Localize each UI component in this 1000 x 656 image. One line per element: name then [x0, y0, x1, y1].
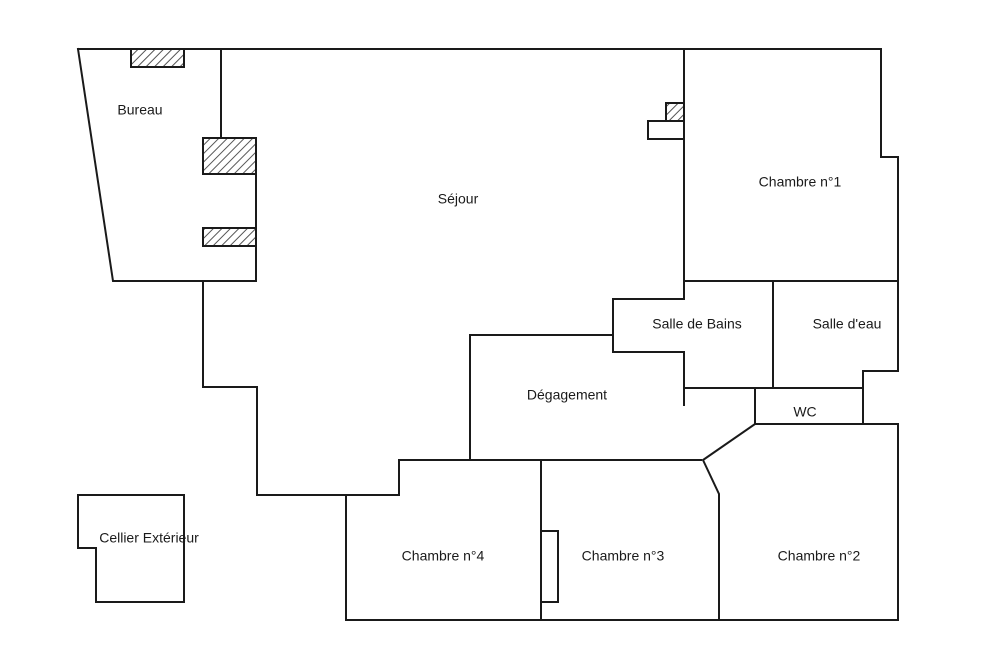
wall-degagement-diag: [701, 422, 757, 621]
wall-salle-de-bains: [612, 280, 685, 406]
walls: [76, 47, 899, 621]
label-salle-de-bains: Salle de Bains: [652, 316, 742, 332]
wall-cellier: [77, 494, 185, 603]
label-chambre1: Chambre n°1: [759, 174, 842, 190]
wall-top: [77, 48, 685, 282]
wall-salle-deau: [862, 280, 899, 621]
label-chambre4: Chambre n°4: [402, 548, 485, 564]
label-chambre2: Chambre n°2: [778, 548, 861, 564]
room-labels: Bureau Séjour Chambre n°1 Salle de Bains…: [99, 102, 881, 564]
closet-chambre3: [540, 530, 559, 603]
wall-chambre4: [345, 494, 899, 621]
label-chambre3: Chambre n°3: [582, 548, 665, 564]
wall-sejour-left: [202, 280, 702, 496]
wall-sejour-notch: [647, 120, 685, 140]
hatch-bureau-top: [130, 48, 185, 68]
label-degagement: Dégagement: [527, 387, 607, 403]
hatch-bureau-lower: [202, 227, 257, 247]
wall-degagement: [469, 334, 614, 461]
label-cellier: Cellier Extérieur: [99, 530, 199, 546]
label-salle-deau: Salle d'eau: [813, 316, 882, 332]
hatch-bureau-middle: [202, 137, 257, 175]
hatched-elements: [130, 48, 685, 247]
label-sejour: Séjour: [438, 191, 479, 207]
wall-bureau: [76, 47, 257, 282]
label-bureau: Bureau: [117, 102, 162, 118]
hatch-sejour-notch: [665, 102, 685, 122]
label-wc: WC: [793, 404, 816, 420]
wall-chambre1: [683, 48, 899, 282]
